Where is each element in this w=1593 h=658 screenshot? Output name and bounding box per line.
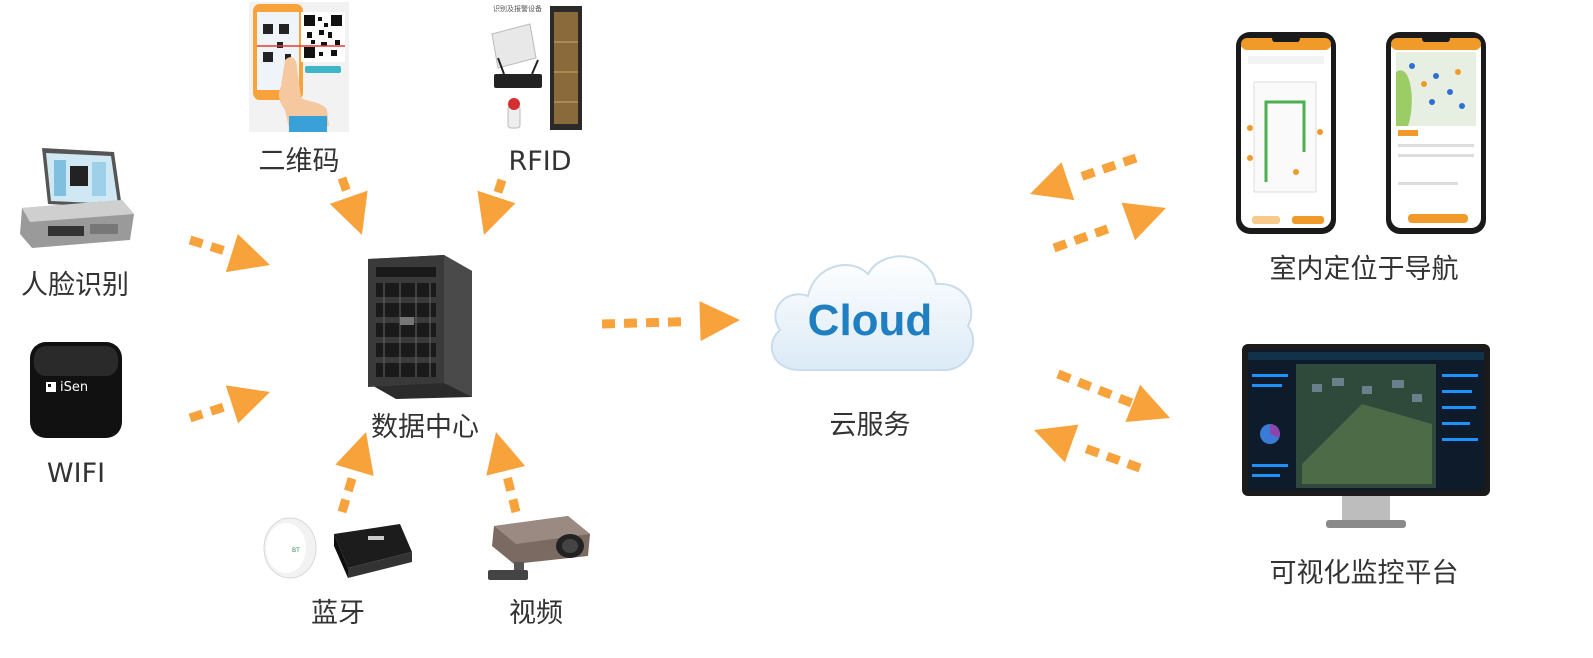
arrow-cloud-to-monitor-head <box>1125 384 1170 422</box>
arrow-face-to-datacenter <box>188 233 270 273</box>
arrow-rfid-to-datacenter-head <box>477 190 516 235</box>
wifi-box-icon: iSen <box>30 342 122 438</box>
arrow-indoor-to-cloud-head <box>1030 162 1075 201</box>
arrow-cloud-to-indoor-head <box>1121 202 1166 241</box>
arrow-qrcode-to-datacenter-dash <box>337 176 351 192</box>
arrow-cloud-to-indoor-dash <box>1093 224 1110 238</box>
arrow-face-to-datacenter-dash <box>209 242 225 255</box>
arrow-datacenter-to-cloud-dash <box>667 317 682 327</box>
video-label: 视频 <box>509 598 563 629</box>
indoor-label: 室内定位于导航 <box>1269 254 1459 285</box>
arrow-cloud-to-indoor-dash <box>1073 231 1089 245</box>
datacenter-label: 数据中心 <box>371 412 479 443</box>
server-tower-icon <box>368 255 472 399</box>
cloud-icon: Cloud <box>770 255 975 372</box>
arrow-wifi-to-datacenter-dash <box>188 409 204 423</box>
arrow-qrcode-to-datacenter-head <box>329 190 368 235</box>
arrow-wifi-to-datacenter-head <box>225 385 270 424</box>
arrow-indoor-to-cloud-dash <box>1101 160 1117 174</box>
cloud-text: Cloud <box>808 296 933 345</box>
arrow-video-to-datacenter-head <box>486 432 526 476</box>
arrow-bluetooth-to-datacenter-head <box>335 432 374 477</box>
arrow-cloud-to-indoor <box>1052 202 1166 253</box>
arrow-indoor-to-cloud <box>1030 153 1138 201</box>
arrow-indoor-to-cloud-dash <box>1080 167 1096 181</box>
indoor-device <box>1236 32 1488 236</box>
rfid-device: 识别及报警设备 <box>488 2 586 134</box>
rfid-label: RFID <box>508 146 572 177</box>
wifi-device: iSen <box>26 338 126 442</box>
arrow-cloud-to-monitor-dash <box>1076 377 1093 391</box>
arrow-face-to-datacenter-dash <box>188 235 204 249</box>
arrow-qrcode-to-datacenter <box>329 176 368 235</box>
wifi-brand: iSen <box>60 380 88 395</box>
qrcode-scan-icon <box>249 2 349 132</box>
monitor-icon <box>1242 344 1490 528</box>
arrow-wifi-to-datacenter <box>188 385 270 424</box>
bluetooth-device: BT <box>262 510 414 588</box>
svg-text:BT: BT <box>292 547 300 554</box>
arrow-monitor-to-cloud-head <box>1034 424 1079 463</box>
arrow-monitor-to-cloud <box>1034 424 1142 473</box>
arrow-cloud-to-monitor-dash <box>1117 393 1134 408</box>
cloud-label: 云服务 <box>829 410 911 441</box>
arrow-indoor-to-cloud-dash <box>1122 153 1138 167</box>
arrow-wifi-to-datacenter-dash <box>209 402 225 416</box>
monitor-device <box>1242 344 1492 534</box>
smartphone-icon <box>1236 32 1486 234</box>
arrow-bluetooth-to-datacenter-dash <box>337 498 351 514</box>
arrow-cloud-to-monitor <box>1056 369 1170 422</box>
arrow-video-to-datacenter-dash <box>503 476 516 492</box>
arrow-datacenter-to-cloud-head <box>699 301 740 342</box>
arrow-cloud-to-monitor-dash <box>1097 385 1113 400</box>
arrow-face-to-datacenter-head <box>225 233 270 273</box>
wifi-label: WIFI <box>46 458 106 489</box>
face-terminal-icon <box>20 148 134 248</box>
video-device <box>484 512 594 584</box>
arrow-cloud-to-monitor-dash <box>1056 369 1072 383</box>
arrow-monitor-to-cloud-dash <box>1105 451 1121 465</box>
bluetooth-beacon-icon: BT <box>263 517 412 579</box>
rfid-reader-icon: 识别及报警设备 <box>491 4 582 130</box>
arrow-rfid-to-datacenter <box>477 178 516 235</box>
arrow-datacenter-to-cloud-dash <box>601 319 616 329</box>
arrow-datacenter-to-cloud-dash <box>623 318 638 328</box>
monitor-label: 可视化监控平台 <box>1269 558 1459 589</box>
cloud-device: Cloud <box>760 240 982 390</box>
qrcode-label: 二维码 <box>258 146 340 177</box>
arrow-datacenter-to-cloud-dash <box>645 317 660 328</box>
bluetooth-label: 蓝牙 <box>311 598 365 629</box>
arrow-cloud-to-indoor-dash <box>1052 239 1068 253</box>
face-label: 人脸识别 <box>21 270 129 301</box>
arrow-video-to-datacenter-dash <box>508 498 521 514</box>
camera-icon <box>488 516 590 580</box>
arrow-monitor-to-cloud-dash <box>1126 459 1142 473</box>
qrcode-device <box>249 2 349 132</box>
rfid-caption: 识别及报警设备 <box>493 4 542 13</box>
arrow-video-to-datacenter <box>486 432 526 514</box>
arrow-bluetooth-to-datacenter-dash <box>344 477 357 493</box>
arrow-datacenter-to-cloud <box>601 301 740 342</box>
arrow-bluetooth-to-datacenter <box>335 432 374 514</box>
face-device <box>18 144 134 252</box>
arrow-rfid-to-datacenter-dash <box>493 178 507 194</box>
arrow-monitor-to-cloud-dash <box>1084 444 1101 458</box>
datacenter-device <box>364 253 476 401</box>
